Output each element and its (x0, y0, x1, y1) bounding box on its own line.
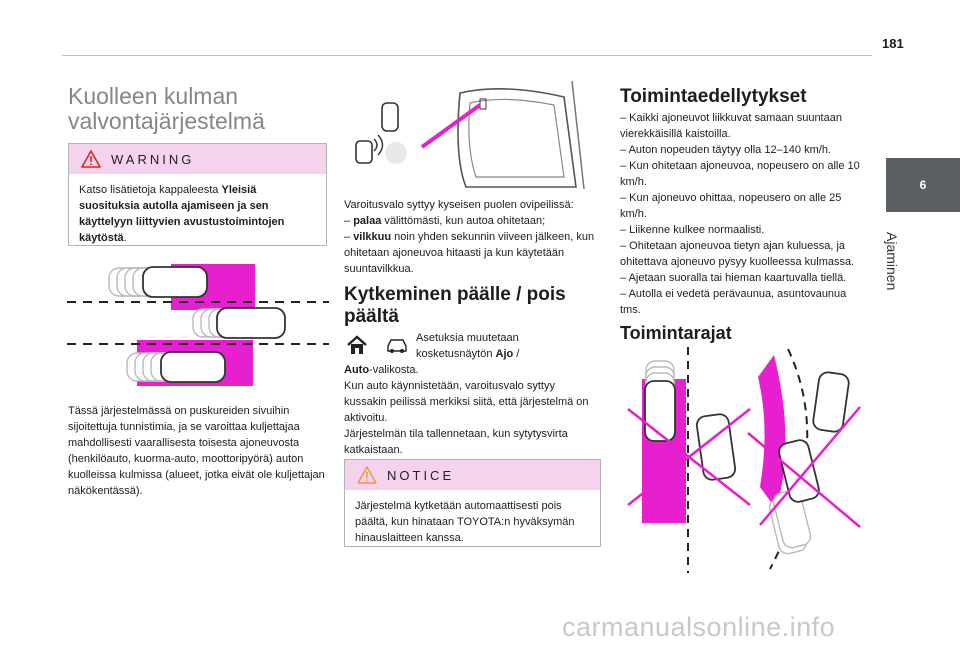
conditions-heading: Toimintaedellytykset (620, 86, 807, 107)
chapter-tab[interactable]: 6 (886, 158, 960, 212)
condition-item: – Ajetaan suoralla tai hieman kaartuvall… (620, 272, 847, 284)
warning-icon (81, 150, 101, 168)
warning-box: WARNING Katso lisätietoja kappaleesta Yl… (68, 143, 327, 246)
activation-heading: Kytkeminen päälle / pois päältä (344, 284, 600, 328)
list-item-bold: palaa (353, 215, 382, 227)
list-item: – vilkkuu noin yhden sekunnin viiveen jä… (344, 229, 600, 277)
settings-slash: / (513, 348, 520, 360)
heading-line2: päältä (344, 306, 399, 327)
car-ghosts-right (768, 489, 812, 555)
home-icon (347, 335, 367, 354)
list-item-bold: vilkkuu (353, 231, 392, 243)
condition-item: – Kun ohitetaan ajoneuvoa, nopeusero on … (620, 160, 860, 188)
page-number: 181 (882, 36, 904, 51)
settings-text: Asetuksia muutetaan kosketusnäytön Ajo / (416, 330, 600, 362)
list-dash: – (344, 231, 354, 243)
notice-label: NOTICE (387, 467, 455, 483)
limitations-illustration (627, 347, 861, 573)
list-item-text: noin yhden sekunnin viiveen jälkeen, kun… (344, 231, 595, 275)
warning-label: WARNING (111, 151, 195, 167)
chapter-label-text: Ajaminen (884, 232, 900, 291)
state-paragraph: Järjestelmän tila tallennetaan, kun syty… (344, 428, 568, 456)
menu-ajo: Ajo (495, 348, 514, 360)
section-title: Kuolleen kulman valvontajärjestelmä (68, 84, 328, 134)
chapter-label: Ajaminen (884, 232, 914, 322)
settings-line2: kosketusnäytön Ajo / (416, 346, 600, 362)
warning-text-bold: Yleisiä suosituksia autolla ajamiseen ja… (79, 184, 285, 244)
notice-box: NOTICE Järjestelmä kytketään automaattis… (344, 459, 601, 547)
blind-spot-illustration (67, 264, 329, 386)
watermark: carmanualsonline.info (562, 612, 836, 642)
condition-item: – Kaikki ajoneuvot liikkuvat samaan suun… (620, 112, 842, 140)
activation-paragraph: Kun auto käynnistetään, varoitusvalo syt… (344, 380, 589, 424)
notice-text: Järjestelmä kytketään automaattisesti po… (355, 500, 575, 544)
notice-header: NOTICE (345, 460, 600, 490)
car-bottom (160, 351, 226, 383)
limitations-heading: Toimintarajat (620, 323, 732, 343)
section-title-line2: valvontajärjestelmä (68, 108, 265, 134)
conditions-list: – Kaikki ajoneuvot liikkuvat samaan suun… (620, 110, 870, 318)
list-item: – palaa välittömästi, kun autoa ohitetaa… (344, 213, 600, 229)
notice-icon (357, 466, 377, 484)
warning-text-1: Katso lisätietoja kappaleesta (79, 184, 222, 196)
warning-header: WARNING (69, 144, 326, 174)
menu-auto: Auto (344, 364, 370, 376)
condition-item: – Kun ajoneuvo ohittaa, nopeusero on all… (620, 192, 842, 220)
list-item-text: välittömästi, kun autoa ohitetaan; (381, 215, 546, 227)
car-top (142, 266, 208, 298)
condition-item: – Autolla ei vedetä perävaunua, asuntova… (620, 288, 847, 316)
list-dash: – (344, 215, 354, 227)
warning-text: Katso lisätietoja kappaleesta Yleisiä su… (69, 174, 326, 254)
mirror-caption: Varoitusvalo syttyy kyseisen puolen ovip… (344, 197, 600, 277)
caption-text: Varoitusvalo syttyy kyseisen puolen ovip… (344, 199, 574, 211)
condition-item: – Ohitetaan ajoneuvoa tietyn ajan kulues… (620, 240, 855, 268)
section-title-line1: Kuolleen kulman (68, 83, 239, 109)
activation-text: Auto-valikosta. Kun auto käynnistetään, … (344, 362, 600, 458)
car-right-far (812, 371, 850, 433)
car-left-lane (644, 380, 676, 442)
condition-item: – Liikenne kulkee normaalisti. (620, 224, 765, 236)
header-rule (62, 55, 872, 56)
settings-line2-text: kosketusnäytön (416, 348, 496, 360)
condition-item: – Auton nopeuden täytyy olla 12–140 km/h… (620, 144, 831, 156)
description: Tässä järjestelmässä on puskureiden sivu… (68, 405, 325, 497)
settings-line3-text: -valikosta. (369, 364, 419, 376)
car-settings-icon (387, 339, 407, 353)
warning-text-2: . (123, 232, 127, 244)
settings-line1: Asetuksia muutetaan (416, 332, 519, 344)
heading-line1: Kytkeminen päälle / pois (344, 284, 566, 305)
mirror-illustration (355, 80, 585, 190)
car-own (216, 307, 286, 339)
settings-line3: Auto-valikosta. (344, 362, 600, 378)
car-own-right (778, 439, 820, 503)
